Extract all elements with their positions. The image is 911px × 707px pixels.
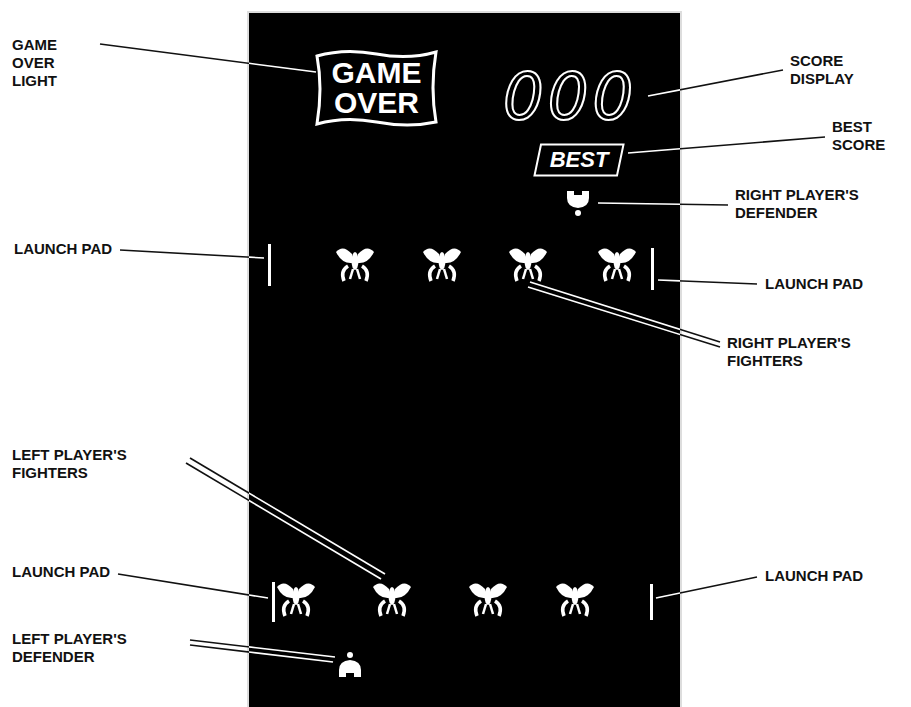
callout-label: LAUNCH PAD (14, 240, 112, 258)
score-digits: 000 (503, 64, 637, 130)
callout-label: RIGHT PLAYER'S DEFENDER (735, 186, 875, 222)
left-defender (339, 652, 361, 677)
callout-label: SCORE DISPLAY (790, 52, 890, 88)
callout-label: GAME OVER LIGHT (12, 36, 92, 90)
light-text: GAME OVER (327, 58, 427, 118)
game-over-light: GAME OVER (313, 48, 440, 128)
light-text: BEST (550, 148, 609, 172)
launch-pads (268, 244, 654, 622)
left-fighters (277, 583, 594, 616)
callout-label: LAUNCH PAD (765, 275, 863, 293)
callout-label: LEFT PLAYER'S DEFENDER (12, 630, 152, 666)
screen (249, 13, 680, 707)
right-fighters (336, 248, 636, 281)
callout-label: BEST SCORE (832, 118, 907, 154)
best-score-light: BEST (533, 143, 625, 177)
callout-label: LAUNCH PAD (765, 567, 863, 585)
callout-label: LEFT PLAYER'S FIGHTERS (12, 446, 152, 482)
right-defender (567, 191, 589, 216)
callout-label: RIGHT PLAYER'S FIGHTERS (727, 334, 867, 370)
callout-label: LAUNCH PAD (12, 563, 110, 581)
